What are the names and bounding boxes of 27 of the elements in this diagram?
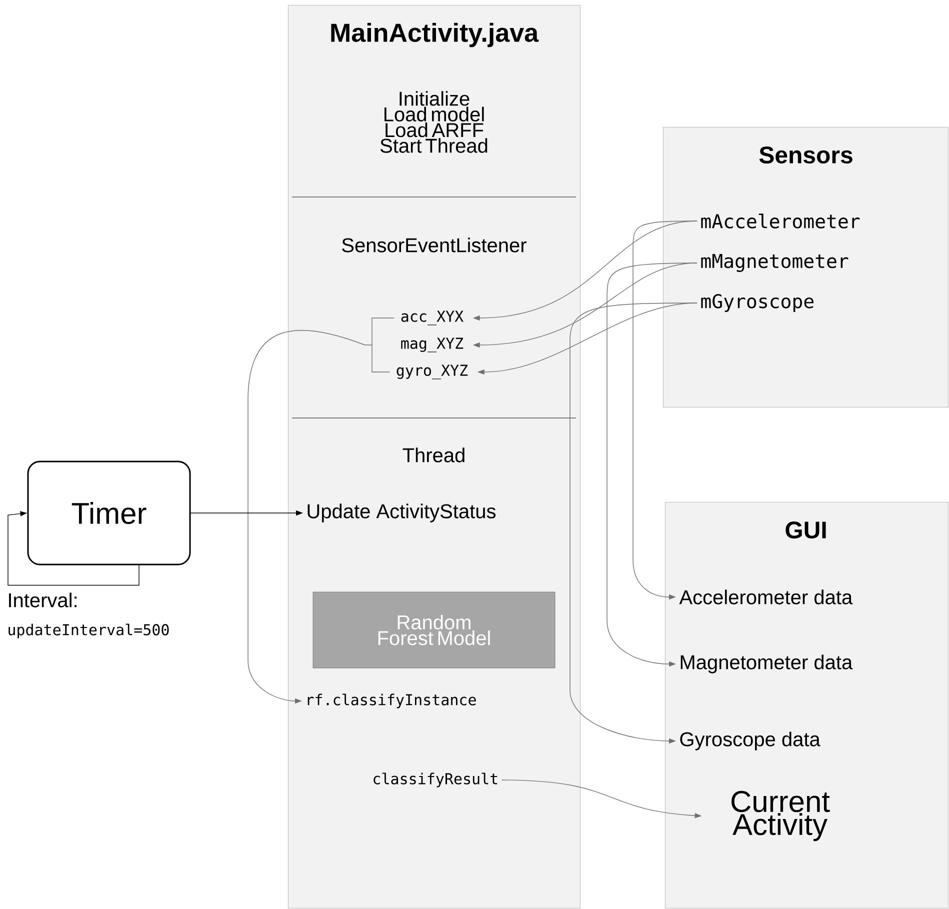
step-label: Update ActivityStatus xyxy=(308,504,496,522)
model-box: Random Forest Model xyxy=(312,592,556,668)
display-label: Current Activity xyxy=(732,790,830,842)
arrow xyxy=(8,511,140,586)
variable-label: classifyResult xyxy=(374,772,498,788)
variable-label: acc_XYX xyxy=(401,310,464,326)
panel xyxy=(288,5,580,908)
display-label: Gyroscope data xyxy=(680,732,820,750)
variable-label: mag_XYZ xyxy=(401,338,464,352)
sensor-label: mAccelerometer xyxy=(701,214,860,228)
panel-heading: Sensors xyxy=(759,146,852,164)
variable-label: gyro_XYZ xyxy=(396,364,468,380)
sensor-label: mGyroscope xyxy=(701,294,814,312)
section-heading: Thread xyxy=(402,448,464,462)
step-list: Initialize Load model Load ARFF Start Thread xyxy=(380,91,488,153)
panel xyxy=(665,502,948,908)
display-label: Accelerometer data xyxy=(679,590,853,604)
panel-heading: MainActivity.java xyxy=(331,22,539,48)
sensor-label: mMagnetometer xyxy=(701,254,848,272)
timer-box: Timer xyxy=(27,460,191,566)
interval-note: Interval: xyxy=(9,592,77,608)
method-label: rf.classifyInstance xyxy=(308,694,476,708)
section-heading: SensorEventListener xyxy=(342,238,526,252)
panel xyxy=(663,127,948,408)
interval-note: updateInterval=500 xyxy=(8,624,169,638)
display-label: Magnetometer data xyxy=(680,654,853,674)
panel-heading: GUI xyxy=(786,522,826,538)
